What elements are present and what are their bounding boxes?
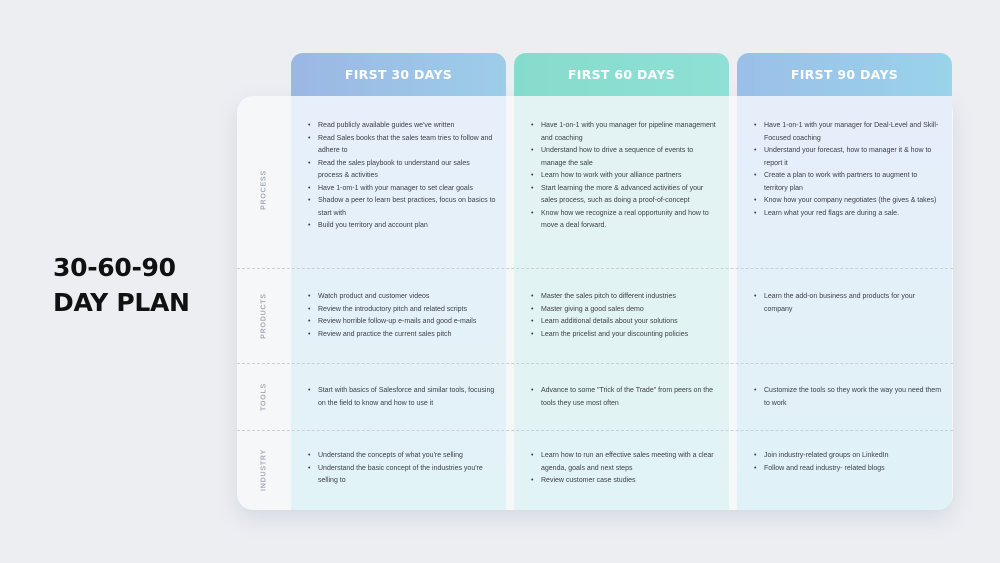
cell-process-60: Have 1-on-1 with you manager for pipelin… [531,120,719,233]
list-item: Review and practice the current sales pi… [308,329,496,342]
list-item: Learn the pricelist and your discounting… [531,329,719,342]
list-item: Learn the add-on business and products f… [754,291,942,316]
page-title-line-1: 30-60-90 [53,253,176,282]
list-item: Follow and read industry- related blogs [754,463,942,476]
list-item: Watch product and customer videos [308,291,496,304]
list-item: Learn what your red flags are during a s… [754,208,942,221]
list-item: Understand the concepts of what you're s… [308,450,496,463]
page-title-line-2: DAY PLAN [53,288,190,317]
cell-process-30: Read publicly available guides we've wri… [308,120,496,233]
row-label-text: INDUSTRY [260,449,268,491]
list-item: Learn how to work with your alliance par… [531,170,719,183]
list-item: Understand how to drive a sequence of ev… [531,145,719,170]
list-item: Have 1-on-1 with you manager for pipelin… [531,120,719,145]
cell-industry-90: Join industry-related groups on LinkedIn… [754,450,942,475]
column-header-30: FIRST 30 DAYS [291,53,506,96]
list-item: Start with basics of Salesforce and simi… [308,385,496,410]
row-label-text: PRODUCTS [260,293,268,339]
list-item: Know how we recognize a real opportunity… [531,208,719,233]
cell-products-30: Watch product and customer videos Review… [308,291,496,341]
list-item: Know how your company negotiates (the gi… [754,195,942,208]
list-item: Learn additional details about your solu… [531,316,719,329]
list-item: Understand your forecast, how to manager… [754,145,942,170]
list-item: Master the sales pitch to different indu… [531,291,719,304]
row-label-text: TOOLS [260,383,268,411]
list-item: Shadow a peer to learn best practices, f… [308,195,496,220]
list-item: Review horrible follow-up e-mails and go… [308,316,496,329]
row-divider [237,363,953,364]
list-item: Join industry-related groups on LinkedIn [754,450,942,463]
page-title: 30-60-90 DAY PLAN [53,250,190,320]
list-item: Read publicly available guides we've wri… [308,120,496,133]
list-item: Read Sales books that the sales team tri… [308,133,496,158]
row-divider [237,430,953,431]
cell-products-60: Master the sales pitch to different indu… [531,291,719,341]
list-item: Build you territory and account plan [308,220,496,233]
column-header-60: FIRST 60 DAYS [514,53,729,96]
list-item: Have 1-on-1 with your manager for Deal-L… [754,120,942,145]
row-label-text: PROCESS [260,170,268,210]
cell-tools-30: Start with basics of Salesforce and simi… [308,385,496,410]
cell-industry-60: Learn how to run an effective sales meet… [531,450,719,488]
list-item: Read the sales playbook to understand ou… [308,158,496,183]
list-item: Create a plan to work with partners to a… [754,170,942,195]
cell-process-90: Have 1-on-1 with your manager for Deal-L… [754,120,942,220]
cell-tools-60: Advance to some "Trick of the Trade" fro… [531,385,719,410]
list-item: Customize the tools so they work the way… [754,385,942,410]
list-item: Review the introductory pitch and relate… [308,304,496,317]
list-item: Advance to some "Trick of the Trade" fro… [531,385,719,410]
list-item: Have 1-om-1 with your manager to set cle… [308,183,496,196]
cell-industry-30: Understand the concepts of what you're s… [308,450,496,488]
list-item: Review customer case studies [531,475,719,488]
cell-tools-90: Customize the tools so they work the way… [754,385,942,410]
list-item: Learn how to run an effective sales meet… [531,450,719,475]
row-divider [237,268,953,269]
list-item: Start learning the more & advanced activ… [531,183,719,208]
column-header-90: FIRST 90 DAYS [737,53,952,96]
list-item: Master giving a good sales demo [531,304,719,317]
list-item: Understand the basic concept of the indu… [308,463,496,488]
cell-products-90: Learn the add-on business and products f… [754,291,942,316]
